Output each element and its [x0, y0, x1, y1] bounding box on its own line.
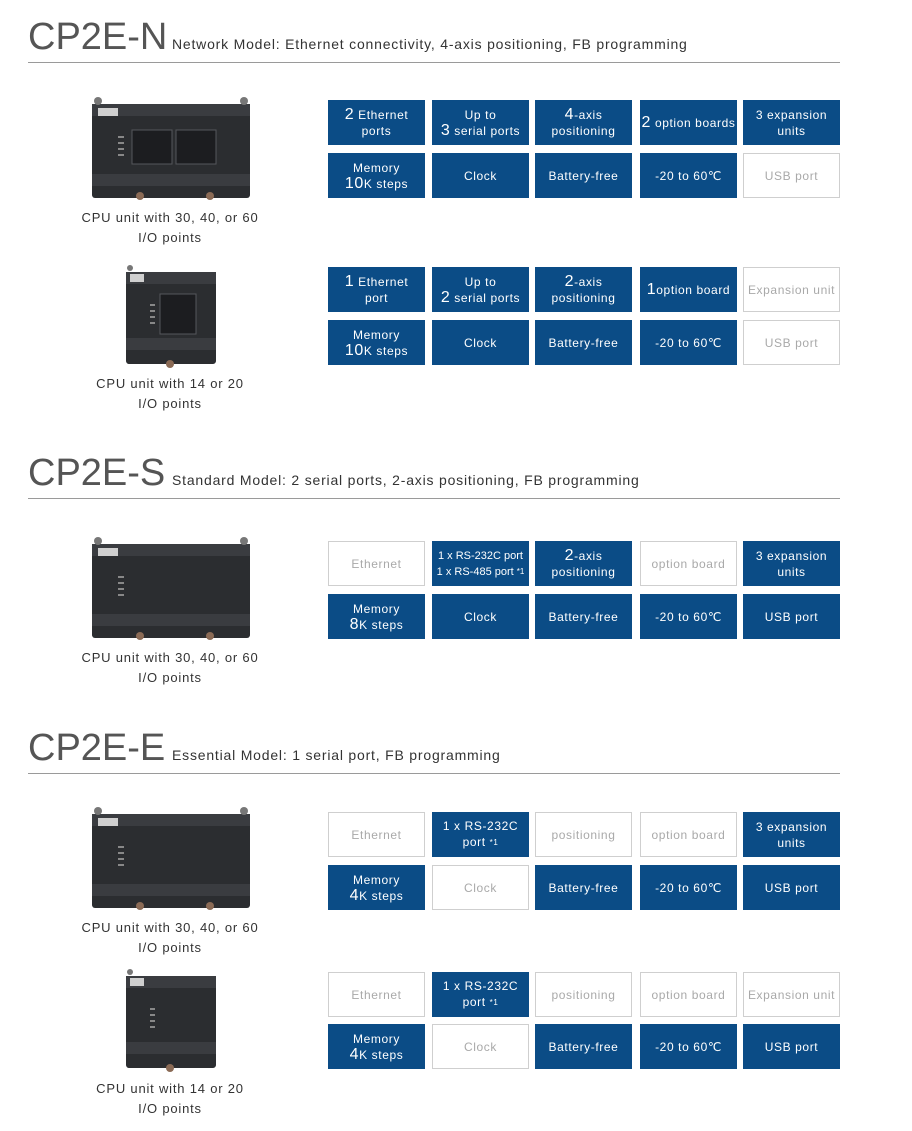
feature-grid-cp2e-s: Ethernet 1 x RS-232C port 1 x RS-485 por… [328, 541, 840, 639]
feature-serial-port: 1 x RS-232C port *1 [432, 812, 529, 857]
feature-ethernet: Ethernet [328, 541, 425, 586]
feature-ethernet: Ethernet [328, 812, 425, 857]
product-caption: CPU unit with 14 or 20 I/O points [70, 374, 270, 414]
feature-battery-free: Battery-free [535, 1024, 632, 1069]
feature-temperature: -20 to 60℃ [640, 153, 737, 198]
caption-line: CPU unit with 30, 40, or 60 [81, 920, 259, 935]
feature-grid-cp2e-e-small: Ethernet 1 x RS-232C port *1 positioning… [328, 972, 840, 1070]
caption-line: CPU unit with 14 or 20 [96, 1081, 244, 1096]
feature-clock: Clock [432, 865, 529, 910]
feature-usb-port: USB port [743, 320, 840, 365]
plc-unit-image [92, 537, 250, 640]
feature-memory: Memory 4K steps [328, 865, 425, 910]
caption-line: I/O points [138, 670, 202, 685]
feature-temperature: -20 to 60℃ [640, 1024, 737, 1069]
feature-memory: Memory 4K steps [328, 1024, 425, 1069]
feature-expansion-units: 3 expansion units [743, 812, 840, 857]
feature-clock: Clock [432, 1024, 529, 1069]
feature-clock: Clock [432, 594, 529, 639]
feature-ethernet-ports: 2 Ethernet ports [328, 100, 425, 145]
feature-positioning: 2-axis positioning [535, 541, 632, 586]
plc-unit-image [126, 969, 216, 1072]
feature-option-board: option board [640, 541, 737, 586]
product-caption: CPU unit with 30, 40, or 60 I/O points [70, 918, 270, 958]
feature-positioning: 2-axis positioning [535, 267, 632, 312]
feature-memory: Memory 8K steps [328, 594, 425, 639]
feature-serial-ports: Up to 2 serial ports [432, 267, 529, 312]
feature-clock: Clock [432, 153, 529, 198]
feature-grid-cp2e-n-small: 1 Ethernet port Up to 2 serial ports 2-a… [328, 267, 840, 365]
feature-serial-port: 1 x RS-232C port *1 [432, 972, 529, 1017]
caption-line: CPU unit with 30, 40, or 60 [81, 650, 259, 665]
feature-option-board: option board [640, 812, 737, 857]
caption-line: I/O points [138, 396, 202, 411]
feature-memory: Memory 10K steps [328, 153, 425, 198]
feature-option-board: option board [640, 972, 737, 1017]
section-header-cp2e-e: CP2E-E Essential Model: 1 serial port, F… [28, 715, 840, 774]
caption-line: CPU unit with 14 or 20 [96, 376, 244, 391]
feature-battery-free: Battery-free [535, 320, 632, 365]
feature-usb-port: USB port [743, 865, 840, 910]
model-description: Network Model: Ethernet connectivity, 4-… [172, 36, 688, 52]
feature-expansion-unit: Expansion unit [743, 972, 840, 1017]
feature-ethernet: Ethernet [328, 972, 425, 1017]
model-title: CP2E-S [28, 452, 166, 494]
product-caption: CPU unit with 14 or 20 I/O points [70, 1079, 270, 1119]
model-description: Essential Model: 1 serial port, FB progr… [172, 747, 501, 763]
feature-battery-free: Battery-free [535, 865, 632, 910]
feature-expansion-units: 3 expansion units [743, 100, 840, 145]
caption-line: CPU unit with 30, 40, or 60 [81, 210, 259, 225]
product-caption: CPU unit with 30, 40, or 60 I/O points [70, 208, 270, 248]
feature-expansion-units: 3 expansion units [743, 541, 840, 586]
feature-ethernet-port: 1 Ethernet port [328, 267, 425, 312]
product-cp2e-s: CPU unit with 30, 40, or 60 I/O points [70, 532, 270, 692]
plc-unit-image [92, 807, 250, 910]
model-title: CP2E-E [28, 727, 166, 769]
caption-line: I/O points [138, 1101, 202, 1116]
feature-battery-free: Battery-free [535, 594, 632, 639]
feature-grid-cp2e-e-large: Ethernet 1 x RS-232C port *1 positioning… [328, 812, 840, 910]
caption-line: I/O points [138, 230, 202, 245]
feature-expansion-unit: Expansion unit [743, 267, 840, 312]
feature-temperature: -20 to 60℃ [640, 320, 737, 365]
feature-clock: Clock [432, 320, 529, 365]
feature-usb-port: USB port [743, 594, 840, 639]
section-header-cp2e-s: CP2E-S Standard Model: 2 serial ports, 2… [28, 440, 840, 499]
feature-temperature: -20 to 60℃ [640, 865, 737, 910]
feature-temperature: -20 to 60℃ [640, 594, 737, 639]
feature-memory: Memory 10K steps [328, 320, 425, 365]
feature-serial-ports: 1 x RS-232C port 1 x RS-485 port *1 [432, 541, 529, 586]
feature-positioning: positioning [535, 972, 632, 1017]
section-header-cp2e-n: CP2E-N Network Model: Ethernet connectiv… [28, 0, 840, 63]
feature-option-boards: 2 option boards [640, 100, 737, 145]
feature-serial-ports: Up to 3 serial ports [432, 100, 529, 145]
product-caption: CPU unit with 30, 40, or 60 I/O points [70, 648, 270, 688]
product-cp2e-e-small: CPU unit with 14 or 20 I/O points [70, 966, 270, 1126]
feature-battery-free: Battery-free [535, 153, 632, 198]
feature-option-board: 1option board [640, 267, 737, 312]
feature-positioning: 4-axis positioning [535, 100, 632, 145]
feature-usb-port: USB port [743, 1024, 840, 1069]
plc-unit-image [126, 265, 216, 368]
plc-unit-image [92, 97, 250, 200]
model-title: CP2E-N [28, 16, 168, 58]
product-cp2e-n-small: CPU unit with 14 or 20 I/O points [70, 262, 270, 422]
caption-line: I/O points [138, 940, 202, 955]
model-description: Standard Model: 2 serial ports, 2-axis p… [172, 472, 640, 488]
product-cp2e-e-large: CPU unit with 30, 40, or 60 I/O points [70, 802, 270, 962]
product-cp2e-n-large: CPU unit with 30, 40, or 60 I/O points [70, 92, 270, 252]
feature-usb-port: USB port [743, 153, 840, 198]
feature-positioning: positioning [535, 812, 632, 857]
feature-grid-cp2e-n-large: 2 Ethernet ports Up to 3 serial ports 4-… [328, 100, 840, 198]
